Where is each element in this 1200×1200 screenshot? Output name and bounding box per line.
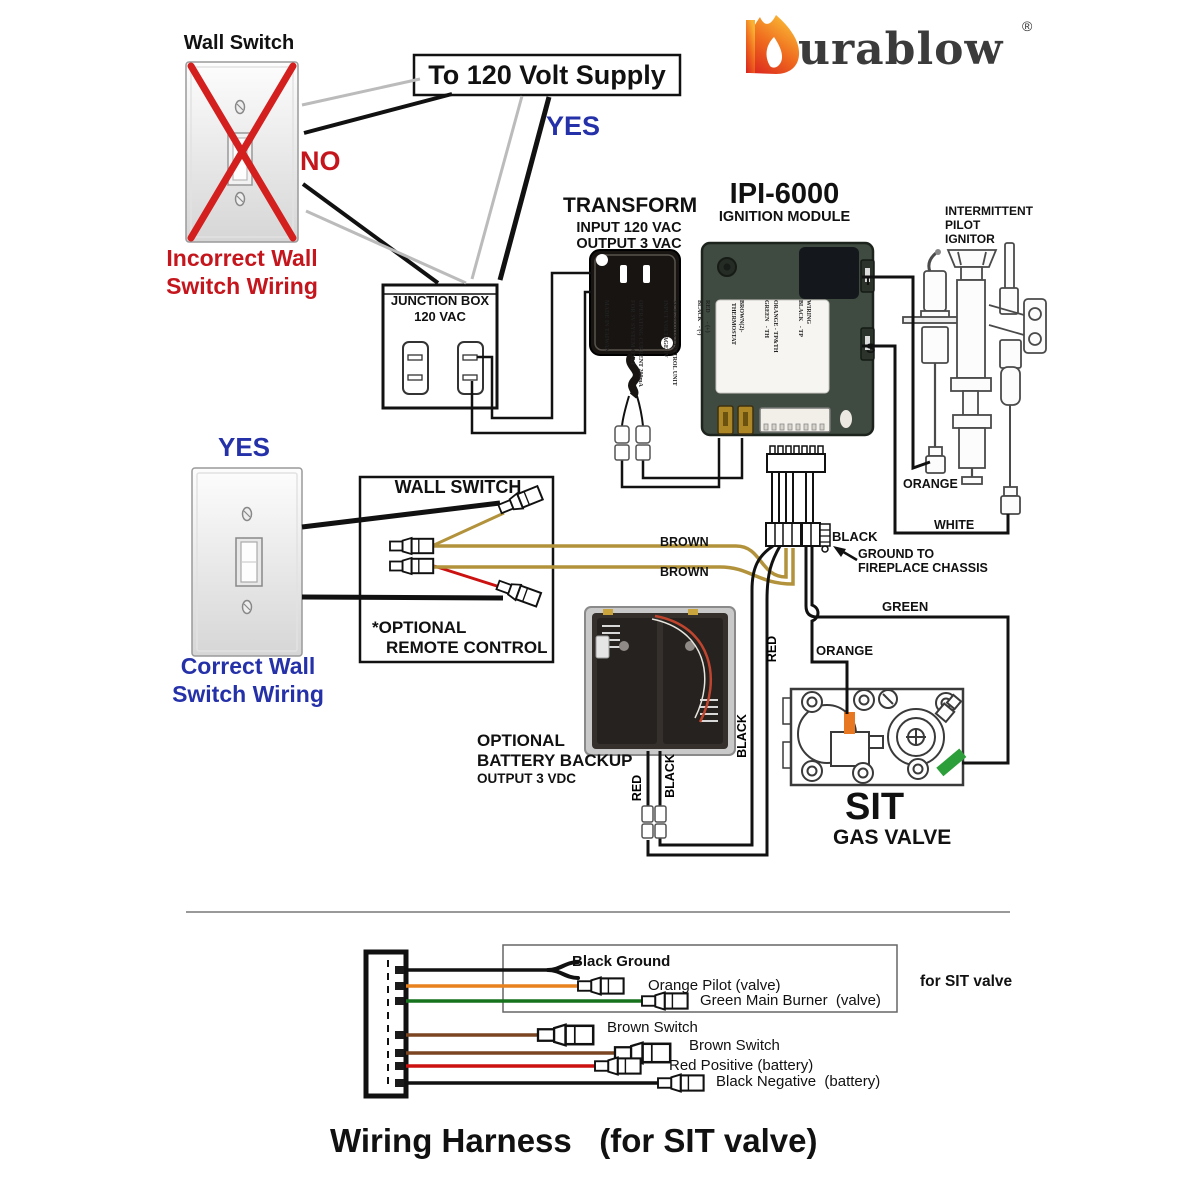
brand-wordmark: urablow xyxy=(798,24,1004,75)
harness-wire-label-red-positive: Red Positive (battery) xyxy=(669,1057,814,1074)
module-8pin-connector xyxy=(759,407,831,433)
battery-caption-3: OUTPUT 3 VDC xyxy=(477,771,577,786)
module-terminal-i-label: I xyxy=(866,272,870,288)
valve-green-terminal xyxy=(936,748,967,777)
module-terminal-s-label: S xyxy=(866,340,876,356)
page-title: Wiring Harness (for SIT valve) xyxy=(330,1122,818,1159)
harness-wire-label-brown-switch-1: Brown Switch xyxy=(607,1019,698,1036)
harness-connector-block xyxy=(363,949,409,1099)
registered-mark: ® xyxy=(1022,18,1033,34)
durablow-logo-flame xyxy=(746,15,800,74)
incorrect-caption-1: Incorrect Wall xyxy=(166,245,318,271)
ground-note-2: FIREPLACE CHASSIS xyxy=(858,561,988,575)
harness-wire-label-brown-switch-2: Brown Switch xyxy=(689,1037,780,1054)
incorrect-verdict: NO xyxy=(300,146,341,176)
pilot-title-2: PILOT xyxy=(945,218,981,232)
junction-box-line2: 120 VAC xyxy=(414,309,466,324)
harness-wire-label-orange-pilot: Orange Pilot (valve) xyxy=(648,977,781,994)
brown-wire-label-1: BROWN xyxy=(660,535,709,549)
battery-red-label: RED xyxy=(630,774,644,802)
transformer-input: INPUT 120 VAC xyxy=(576,220,682,236)
fork-terminal xyxy=(546,960,580,980)
pilot-white-wire-label: WHITE xyxy=(934,518,975,532)
ground-black-label: BLACK xyxy=(832,529,878,544)
pilot-ignitor-graphic xyxy=(902,242,1047,515)
transformer-title: TRANSFORM xyxy=(563,194,698,217)
junction-box xyxy=(381,283,499,410)
red-x-mark xyxy=(187,62,297,242)
valve-orange-terminal xyxy=(844,712,855,734)
supply-label: To 120 Volt Supply xyxy=(428,60,666,90)
correct-verdict: YES xyxy=(218,432,271,462)
incorrect-caption-2: Switch Wiring xyxy=(166,273,318,299)
gas-valve-graphic xyxy=(782,687,967,787)
supply-box xyxy=(412,53,682,97)
brown-wire-label-2: BROWN xyxy=(660,565,709,579)
module-title: IPI-6000 xyxy=(729,178,840,210)
ground-arrow xyxy=(833,546,846,557)
battery-caption-1: OPTIONAL xyxy=(477,731,565,750)
remote-box-title: WALL SWITCH xyxy=(394,477,522,497)
pilot-orange-wire-label: ORANGE xyxy=(903,477,958,491)
supply-verdict: YES xyxy=(546,111,601,141)
remote-box-note-1: *OPTIONAL xyxy=(372,618,467,637)
incorrect-switch-title: Wall Switch xyxy=(183,32,295,54)
harness-wire-label-black-ground: Black Ground xyxy=(572,953,671,970)
valve-title: SIT xyxy=(845,786,905,828)
pilot-title-3: IGNITOR xyxy=(945,232,995,246)
harness-plug-graphic xyxy=(765,445,858,562)
pilot-title-1: INTERMITTENT xyxy=(945,204,1033,218)
black-wire-vertical-label: BLACK xyxy=(735,714,749,758)
battery-caption-2: BATTERY BACKUP xyxy=(477,751,633,770)
transformer-output: OUTPUT 3 VAC xyxy=(576,236,682,252)
sit-valve-label-box xyxy=(502,944,898,1013)
wires xyxy=(301,77,1010,1085)
incorrect-wall-switch-graphic xyxy=(185,61,299,243)
harness-wire-label-black-negative: Black Negative (battery) xyxy=(716,1073,881,1090)
correct-caption-2: Switch Wiring xyxy=(172,681,324,707)
ground-note-1: GROUND TO xyxy=(858,547,935,561)
correct-wall-switch-graphic xyxy=(191,467,303,657)
remote-box-note-2: REMOTE CONTROL xyxy=(386,638,548,657)
battery-backup-graphic xyxy=(584,606,736,756)
chassis-ground-terminal xyxy=(819,523,831,553)
module-subtitle: IGNITION MODULE xyxy=(718,209,851,225)
junction-box-line1: JUNCTION BOX xyxy=(390,293,490,308)
ignition-module-graphic xyxy=(700,241,875,437)
battery-black-label: BLACK xyxy=(663,754,677,798)
orange-wire-label: ORANGE xyxy=(816,643,874,658)
green-wire-label: GREEN xyxy=(882,599,929,614)
red-wire-vertical-label: RED xyxy=(765,635,779,663)
valve-subtitle: GAS VALVE xyxy=(833,826,952,849)
transformer-graphic xyxy=(589,249,681,399)
harness-note: for SIT valve xyxy=(920,973,1013,990)
harness-wire-label-green-main-burner: Green Main Burner (valve) xyxy=(700,992,881,1009)
correct-caption-1: Correct Wall xyxy=(180,653,316,679)
inline-connectors xyxy=(389,425,705,1093)
